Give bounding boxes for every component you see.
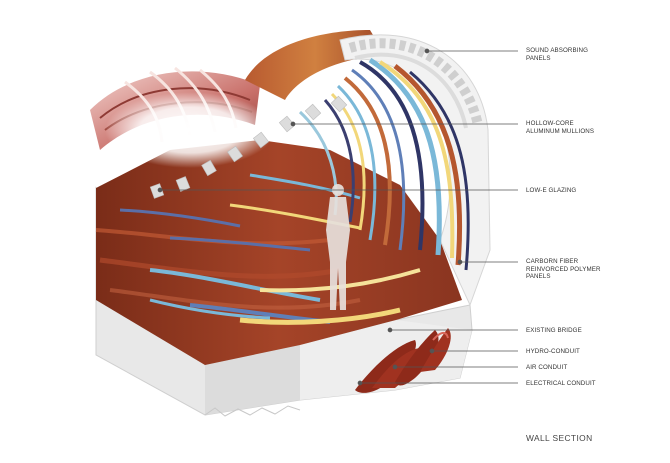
leader-lines (157, 48, 518, 386)
label-low-e-glazing: LOW-E GLAZING (526, 187, 577, 194)
label-hydro-conduit: HYDRO-CONDUIT (526, 348, 580, 355)
label-air-conduit: AIR CONDUIT (526, 364, 568, 371)
label-electrical-conduit: ELECTRICAL CONDUIT (526, 380, 596, 387)
sound-absorbing-panels (348, 38, 483, 129)
diagram-caption: WALL SECTION (526, 433, 593, 443)
human-figure (326, 184, 350, 310)
mullion-blocks (149, 95, 348, 199)
label-existing-bridge: EXISTING BRIDGE (526, 327, 582, 334)
floor-polymer-surface (95, 140, 462, 365)
roof-fins (90, 66, 275, 168)
